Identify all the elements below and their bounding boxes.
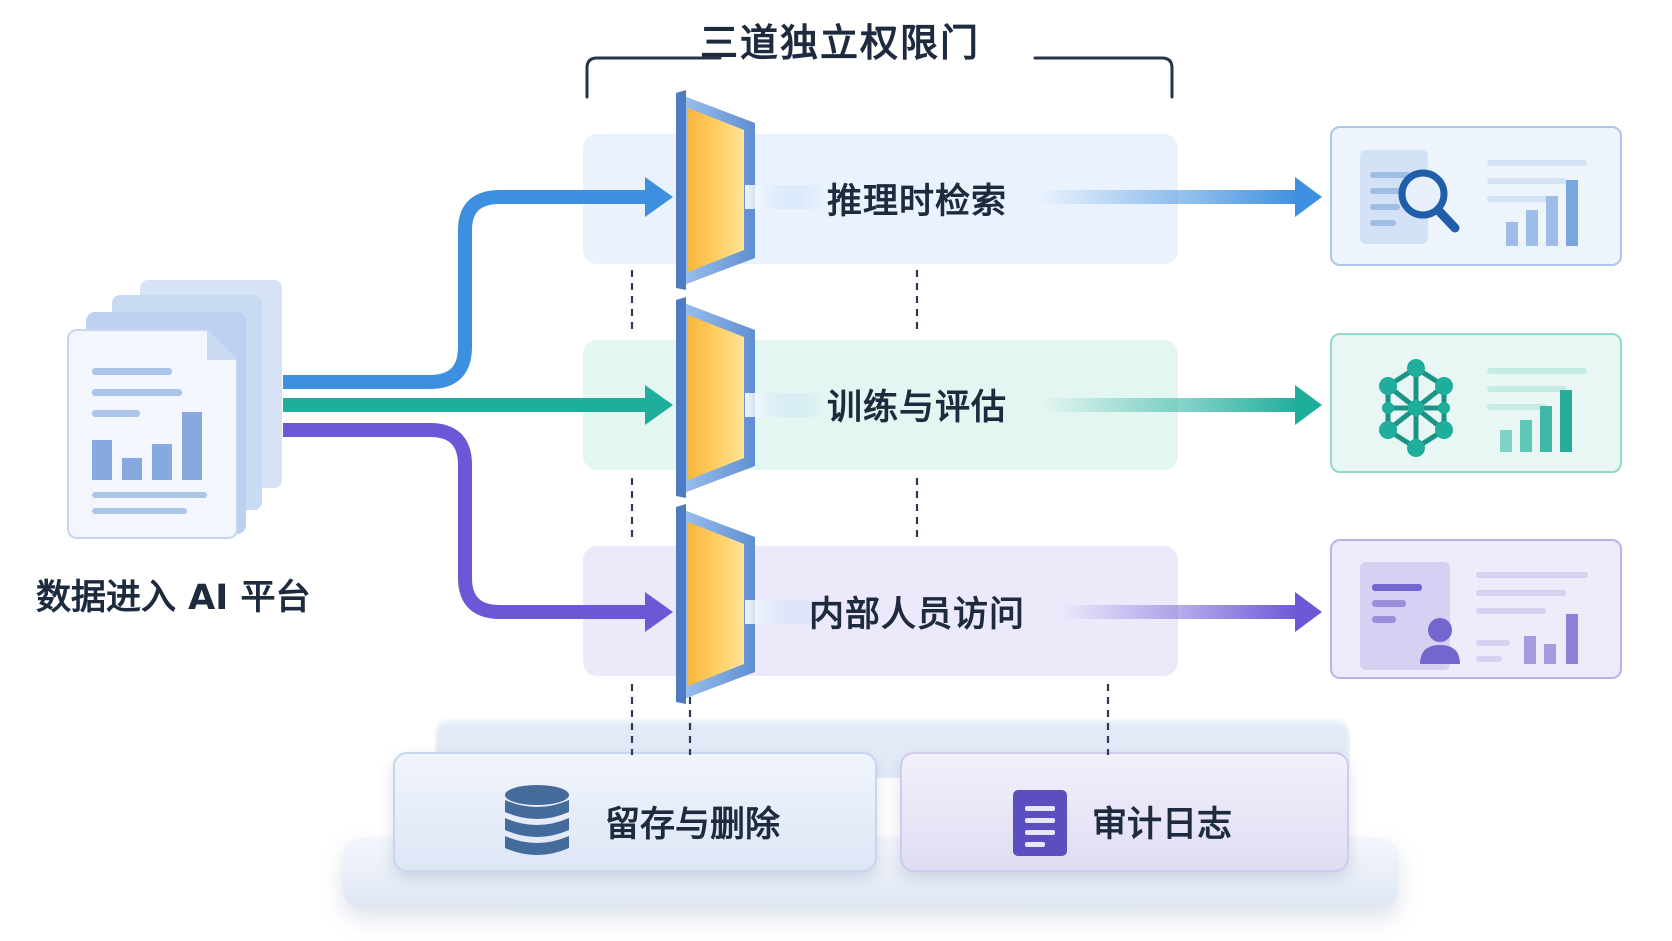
gate-1 <box>676 90 825 290</box>
document-stack-icon <box>67 280 282 539</box>
source-label: 数据进入 AI 平台 <box>36 578 311 618</box>
output-arrow-blue <box>1040 177 1322 217</box>
database-icon <box>505 785 569 855</box>
flow-teal <box>283 385 673 425</box>
log-document-icon <box>1013 790 1067 856</box>
retention-deletion-label: 留存与删除 <box>605 805 781 845</box>
output-arrow-purple <box>1060 592 1322 632</box>
gate-label-training-evaluation: 训练与评估 <box>826 388 1007 428</box>
user-profile-report-icon <box>1360 562 1588 670</box>
network-report-bars <box>1487 368 1587 452</box>
audit-log-label: 审计日志 <box>1092 805 1233 845</box>
output-card-training <box>1330 333 1622 473</box>
dashed-connectors <box>630 270 1110 755</box>
gate-label-internal-access: 内部人员访问 <box>808 595 1025 635</box>
gate-2 <box>676 297 825 498</box>
search-report-icon <box>1360 150 1587 246</box>
gate-3 <box>676 504 825 704</box>
audit-log-card <box>900 752 1349 872</box>
flow-blue <box>283 177 673 389</box>
output-arrow-teal <box>1040 385 1322 425</box>
gate-label-inference-retrieval: 推理时检索 <box>826 182 1007 222</box>
retention-deletion-card <box>393 752 877 872</box>
network-graph-icon <box>1379 359 1453 457</box>
gates-title: 三道独立权限门 <box>699 21 980 65</box>
flow-purple <box>283 423 673 632</box>
title-bracket <box>585 56 1174 99</box>
